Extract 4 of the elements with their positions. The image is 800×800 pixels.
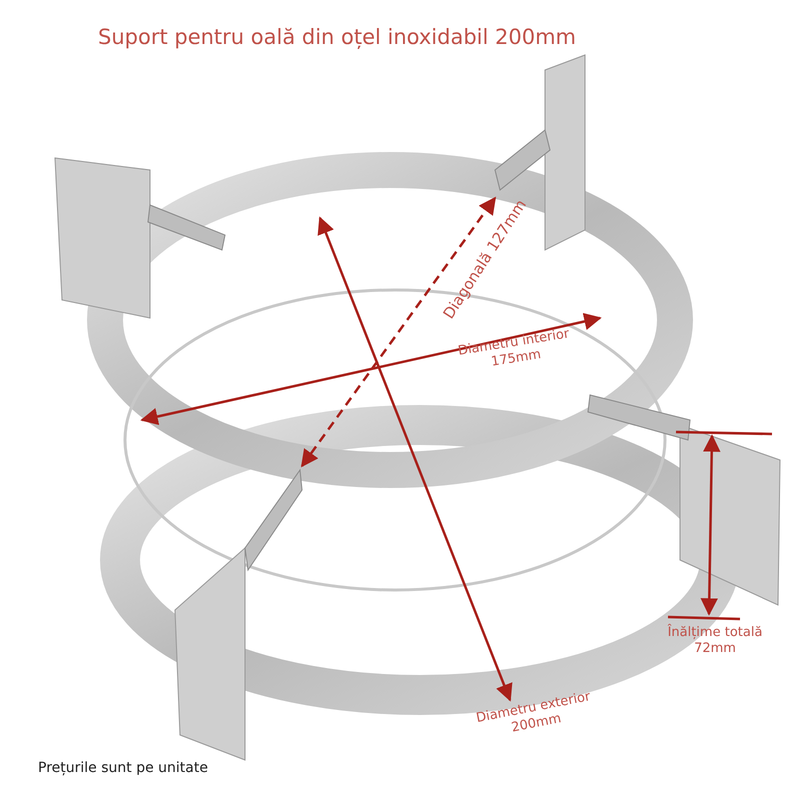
dimension-label: Diametru exterior 200mm: [474, 688, 593, 738]
note-text: Prețurile sunt pe unitate: [38, 760, 209, 778]
dimension-label: Diametru interior 175mm: [456, 325, 572, 372]
dimension-label: Înălțime totală 72mm: [666, 625, 764, 658]
